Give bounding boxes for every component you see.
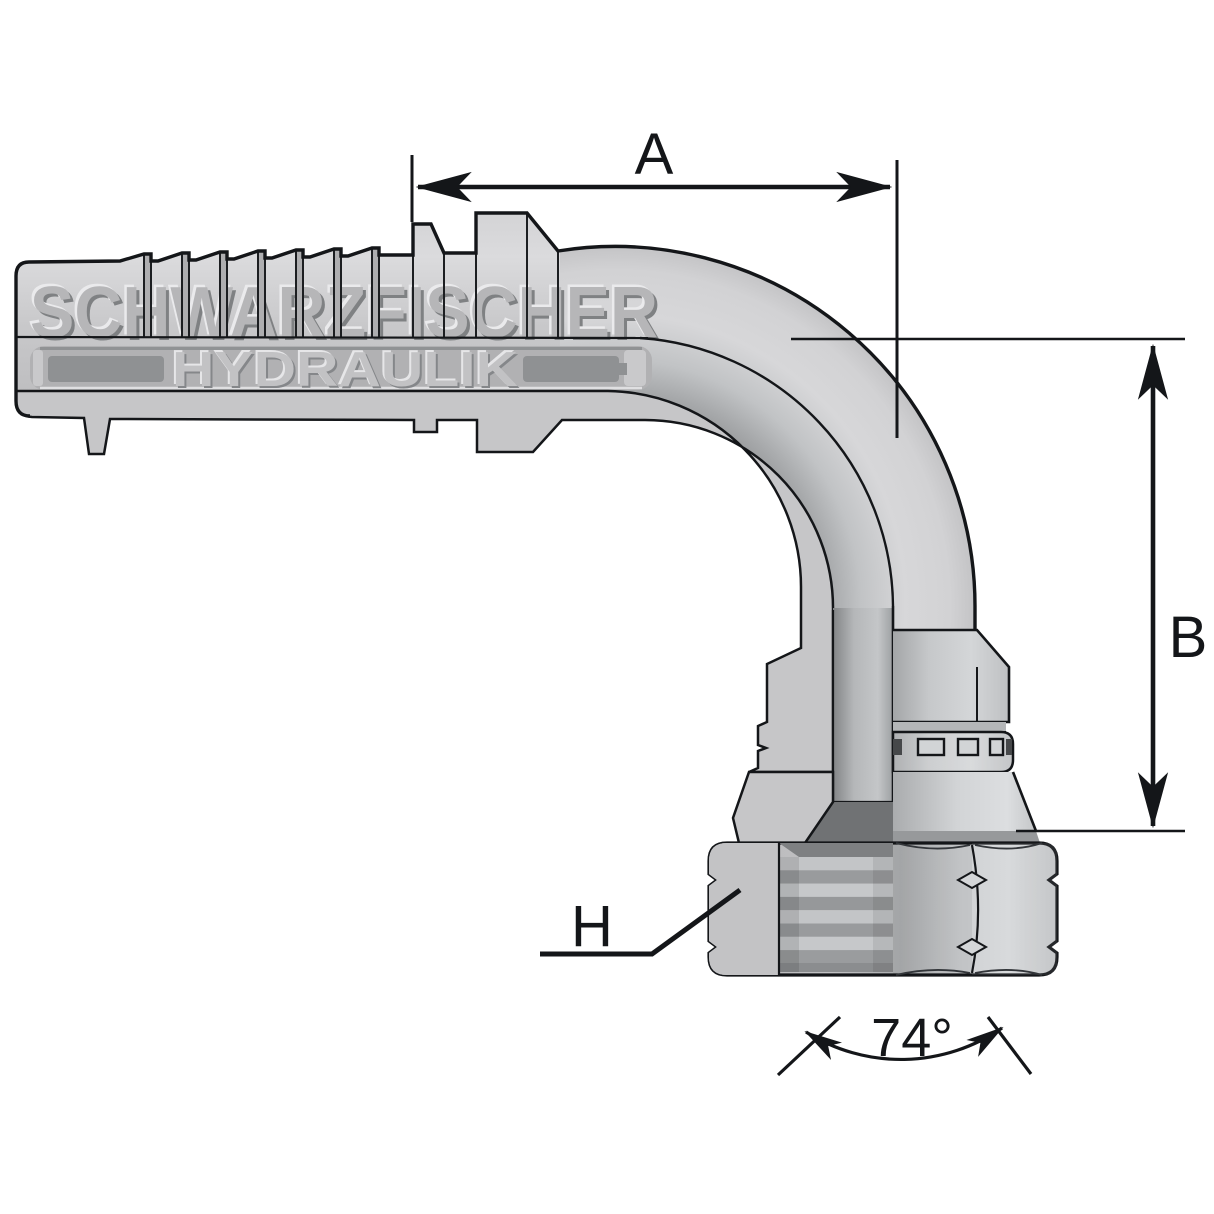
- elbow-body: [560, 247, 976, 630]
- flat-marker-diamond: [955, 937, 989, 957]
- step-bar: [893, 722, 1006, 733]
- dim-b: B: [791, 337, 1208, 833]
- band-window: [1006, 739, 1012, 755]
- dim-b-label: B: [1169, 605, 1208, 670]
- hex-label: H: [571, 894, 613, 959]
- swivel-nut: [707, 841, 1059, 977]
- hex-flat-division: [970, 844, 980, 974]
- groove-bar-right: [523, 356, 619, 382]
- groove-bar-left: [48, 356, 164, 382]
- flat-marker-diamond: [955, 870, 989, 890]
- groove-bracket-left: [33, 350, 43, 386]
- band-window: [956, 737, 980, 757]
- thread-ridges: [779, 857, 893, 963]
- section-hatch-body: [14, 389, 835, 774]
- band-window: [893, 739, 902, 755]
- groove-bracket-right: [624, 350, 646, 386]
- band-window: [988, 737, 1005, 757]
- angle-tick-right: [986, 1016, 1033, 1075]
- watermark-sub-text: HYDRAULIK: [172, 343, 518, 397]
- crimp-band: [891, 730, 1015, 774]
- pipe-contour-line: [639, 336, 895, 607]
- watermark-brand-text: SCHWARZFISCHER: [30, 273, 658, 353]
- watermark-brand-shadow: SCHWARZFISCHER: [33, 276, 661, 356]
- band-window: [916, 737, 946, 757]
- dim-a-label: A: [635, 122, 674, 187]
- cone-angle-label: 74°: [871, 1008, 953, 1068]
- dim-h: H: [540, 887, 742, 959]
- hex-leader-line: [540, 887, 742, 957]
- fitting-body: SCHWARZFISCHER SCHWARZFISCHER SCHWARZFIS…: [14, 211, 1059, 977]
- barb-ring-faces: [143, 213, 559, 337]
- section-hatch-nut: [709, 843, 781, 975]
- thread-section: [779, 843, 893, 972]
- band-separator-line: [15, 335, 649, 340]
- nut-hex-details: [893, 842, 1057, 976]
- flare-cone: [893, 771, 1038, 832]
- groove-bracket-notch: [618, 363, 627, 375]
- cone-angle: 74°: [776, 1008, 1033, 1077]
- dimension-annotations: A B H 74°: [410, 122, 1208, 1077]
- seat-shadow-right: [893, 831, 1040, 843]
- dim-a: A: [410, 122, 899, 438]
- outer-silhouette: [14, 211, 977, 631]
- cone-angle-arc: [804, 1026, 1004, 1062]
- watermark-sub-highlight: HYDRAULIK: [170, 341, 516, 395]
